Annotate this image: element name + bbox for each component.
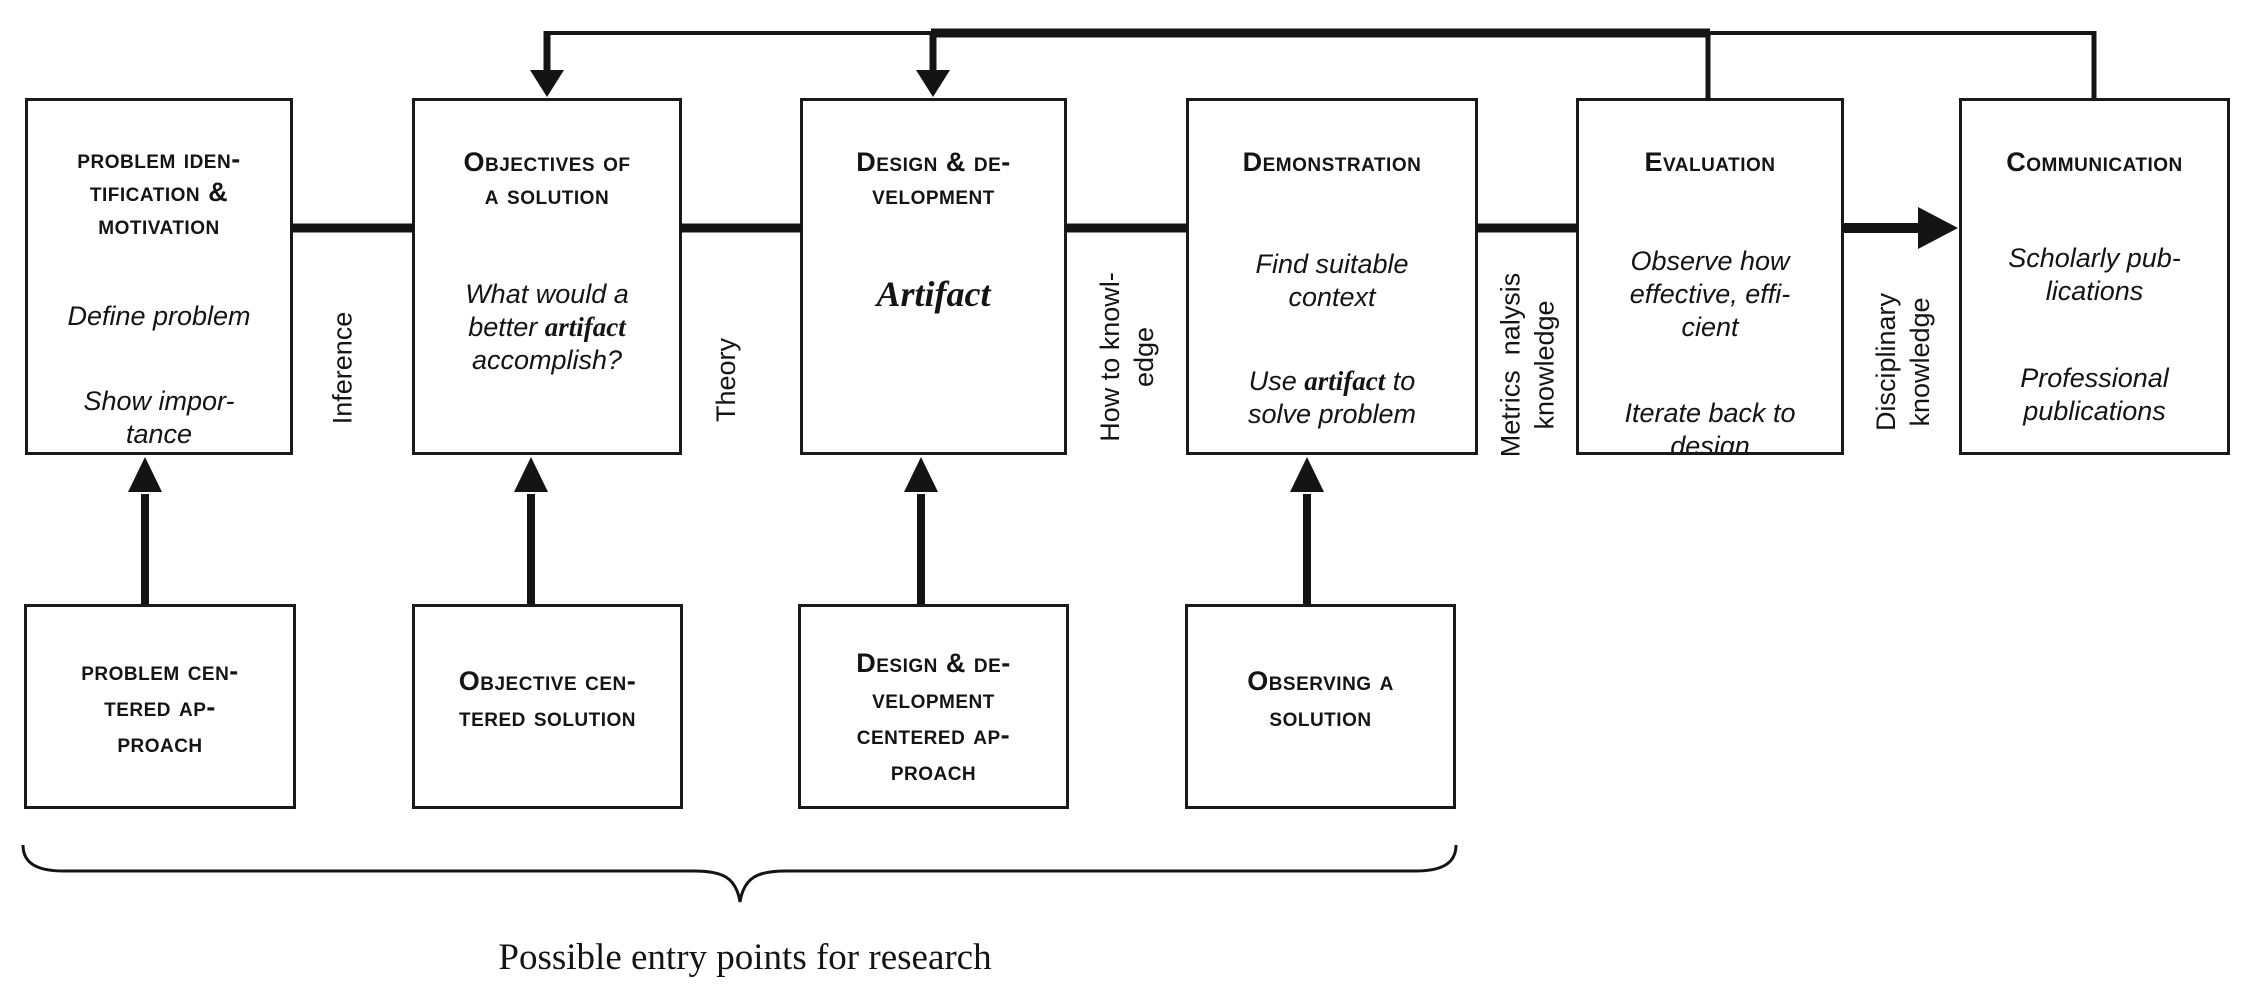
stage-title: Demonstration: [1242, 147, 1422, 177]
stage-box-demonstration: Demonstration Find suitable context Use …: [1186, 98, 1478, 455]
knowledge-label-text: Inference: [326, 311, 357, 425]
artifact-emphasis: artifact: [1304, 366, 1386, 396]
stage-note: Find suitable context: [1255, 249, 1409, 312]
stage-note: Show impor- tance: [83, 386, 235, 449]
stage-note: What would a better artifact accomplish?: [415, 278, 679, 377]
feedback-arrowhead-objectives-icon: [530, 70, 564, 97]
stage-title: Communication: [2006, 147, 2183, 177]
stage-box-evaluation: Evaluation Observe how effective, effi- …: [1576, 98, 1844, 455]
artifact-label: Artifact: [876, 274, 991, 314]
entry-box-observing-a-solution: Observing a solution: [1185, 604, 1456, 809]
knowledge-label-text: How to knowl- edge: [1095, 272, 1159, 442]
stage-box-objectives-of-a-solution: Objectives of a solution What would a be…: [412, 98, 682, 455]
stage-note: Professional publications: [2020, 363, 2169, 426]
entry-arrowhead-up-4-icon: [1290, 457, 1324, 492]
entry-arrowhead-up-3-icon: [904, 457, 938, 492]
entry-title: Objective cen- tered solution: [458, 665, 637, 732]
entry-box-objective-centered-solution: Objective cen- tered solution: [412, 604, 683, 809]
entry-arrowhead-up-2-icon: [514, 457, 548, 492]
stage-box-communication: Communication Scholarly pub- lications P…: [1959, 98, 2230, 455]
stage-note: Use artifact to solve problem: [1189, 365, 1475, 431]
entry-arrowhead-up-1-icon: [128, 457, 162, 492]
stage-title: Objectives of a solution: [463, 147, 631, 210]
entry-title: Observing a solution: [1247, 665, 1394, 732]
knowledge-label-text: Disciplinary knowledge: [1870, 292, 1935, 432]
stage-note: Scholarly pub- lications: [2008, 243, 2181, 306]
stage-title: Design & de- velopment: [856, 147, 1011, 210]
note-text: Use: [1248, 366, 1305, 396]
feedback-arrowhead-design-icon: [916, 70, 950, 97]
note-text: accomplish?: [471, 345, 623, 375]
entry-points-brace: [21, 844, 1458, 903]
knowledge-label-text: Metrics nalysis knowledge: [1495, 272, 1559, 458]
flow-arrowhead-right-icon: [1918, 207, 1958, 249]
entry-points-caption: Possible entry points for research: [498, 937, 992, 978]
stage-box-problem-identification: problem iden- tification & motivation De…: [25, 98, 293, 455]
knowledge-label-text: Theory: [710, 337, 741, 423]
stage-title: Evaluation: [1644, 147, 1776, 177]
entry-title: problem cen- tered ap- proach: [81, 655, 239, 758]
stage-note: Define problem: [67, 301, 251, 331]
note-text: to solve problem: [1247, 366, 1417, 429]
stage-note: Iterate back to design: [1624, 398, 1796, 455]
stage-title: problem iden- tification & motivation: [77, 144, 241, 240]
entry-box-design-development-centered-approach: Design & de- velopment centered ap- proa…: [798, 604, 1069, 809]
artifact-emphasis: artifact: [544, 312, 626, 342]
stage-note: Observe how effective, effi- cient: [1629, 246, 1791, 342]
entry-box-problem-centered-approach: problem cen- tered ap- proach: [24, 604, 296, 809]
note-text: What would a better: [465, 279, 629, 342]
stage-box-design-and-development: Design & de- velopment Artifact: [800, 98, 1067, 455]
entry-title: Design & de- velopment centered ap- proa…: [856, 647, 1011, 786]
